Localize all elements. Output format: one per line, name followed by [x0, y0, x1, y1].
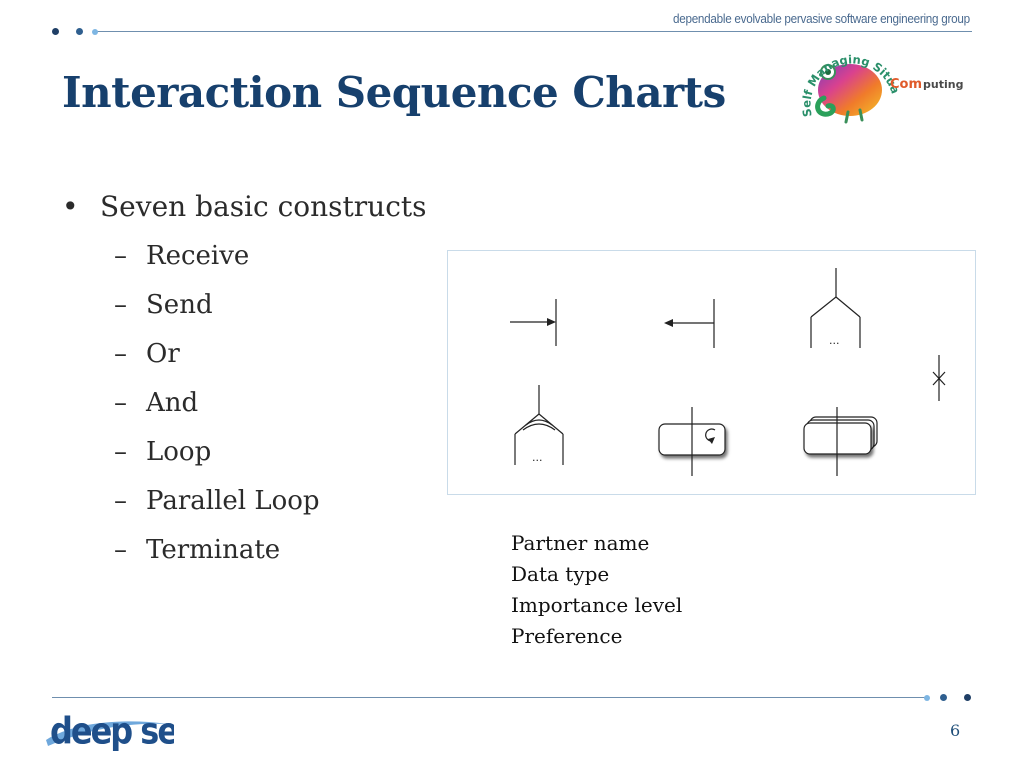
legend-importance-level: Importance level	[511, 593, 683, 617]
bullet-list: •Seven basic constructs –Receive –Send –…	[62, 188, 427, 580]
footer-dot-3	[964, 694, 971, 701]
group-tagline-text: dependable evolvable pervasive software …	[673, 11, 970, 26]
sub-bullet-text: And	[146, 388, 199, 418]
sub-bullet-text: Send	[146, 290, 213, 320]
svg-text:puting: puting	[923, 78, 963, 91]
constructs-diagram: ... ...	[510, 268, 946, 476]
header-dot-2	[76, 28, 83, 35]
sub-bullet-text: Loop	[146, 437, 212, 467]
and-construct	[514, 385, 564, 465]
sub-bullet-mark: –	[114, 535, 127, 565]
attribute-legend: Partner name Data type Importance level …	[511, 528, 682, 652]
sub-bullet-mark: –	[114, 339, 127, 369]
slide-title: Interaction Sequence Charts	[62, 68, 726, 117]
bullet-mark: •	[62, 190, 79, 223]
footer-rule	[52, 697, 928, 698]
constructs-figure: ... ...	[447, 250, 976, 495]
sub-bullet-loop: –Loop	[62, 433, 427, 482]
receive-construct	[510, 299, 557, 346]
legend-data-type: Data type	[511, 562, 610, 586]
sub-bullet-terminate: –Terminate	[62, 531, 427, 580]
deepse-logo: deep se	[46, 711, 174, 754]
and-ellipsis: ...	[532, 451, 543, 464]
header-rule	[96, 31, 972, 32]
sub-bullet-mark: –	[114, 290, 127, 320]
sub-bullet-mark: –	[114, 437, 127, 467]
bullet-main-text: Seven basic constructs	[100, 190, 427, 223]
group-tagline: dependable evolvable pervasive software …	[673, 11, 970, 26]
svg-text:deep se: deep se	[50, 711, 174, 754]
legend-partner-name: Partner name	[511, 531, 650, 555]
sub-bullet-send: –Send	[62, 286, 427, 335]
sub-bullet-mark: –	[114, 486, 127, 516]
sub-bullet-text: Terminate	[146, 535, 281, 565]
legend-preference: Preference	[511, 624, 623, 648]
footer-dot-2	[940, 694, 947, 701]
smsc-logo: Self Managing Situated Com puting	[780, 36, 963, 124]
chameleon-tail	[815, 95, 836, 117]
sub-bullet-text: Receive	[146, 241, 250, 271]
or-ellipsis: ...	[829, 334, 840, 347]
bullet-main: • Seven basic constructs	[62, 188, 427, 237]
footer-dot-1	[924, 695, 930, 701]
sub-bullet-and: –And	[62, 384, 427, 433]
sub-bullet-mark: –	[114, 241, 127, 271]
loop-construct	[658, 407, 726, 476]
terminate-construct	[932, 355, 946, 401]
send-construct	[664, 299, 715, 348]
header-dot-3	[92, 29, 98, 35]
sub-bullet-parallel-loop: –Parallel Loop	[62, 482, 427, 531]
sub-bullet-or: –Or	[62, 335, 427, 384]
or-construct	[810, 268, 861, 348]
svg-text:Com: Com	[890, 77, 922, 92]
sub-bullet-receive: –Receive	[62, 237, 427, 286]
sub-bullet-text: Parallel Loop	[146, 486, 320, 516]
header-dot-1	[52, 28, 59, 35]
page-number: 6	[950, 721, 961, 740]
sub-bullet-mark: –	[114, 388, 127, 418]
sub-bullet-text: Or	[146, 339, 180, 369]
parallel-loop-construct	[803, 407, 878, 476]
